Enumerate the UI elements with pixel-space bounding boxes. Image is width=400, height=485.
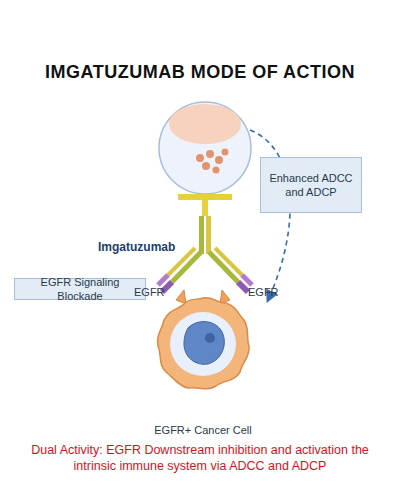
box-text: Enhanced ADCC and ADCP: [267, 171, 355, 199]
antibody-label: Imgatuzumab: [98, 240, 175, 254]
diagram-caption: Dual Activity: EGFR Downstream inhibitio…: [20, 442, 380, 474]
fc-receptor: [178, 194, 232, 200]
antibody: [158, 216, 252, 292]
nucleus: [184, 322, 224, 365]
dashed-arrow: [250, 130, 290, 300]
granules: [196, 149, 229, 174]
immune-cell: [159, 102, 251, 194]
receptor-label: EGFR: [248, 286, 279, 298]
box-text: EGFR Signaling Blockade: [21, 275, 139, 303]
cell-label: EGFR+ Cancer Cell: [148, 423, 258, 438]
diagram-title: IMGATUZUMAB MODE OF ACTION: [0, 62, 400, 83]
immune-nucleus: [169, 104, 241, 144]
effect-box: EGFR Signaling Blockade: [14, 278, 146, 300]
effect-box: Enhanced ADCC and ADCP: [260, 157, 362, 213]
nucleolus: [205, 333, 215, 343]
receptor-label: EGFR: [134, 286, 165, 298]
fc-receptor-stem: [202, 200, 208, 216]
cytoplasm: [170, 312, 236, 376]
cancer-cell-shape: [148, 288, 258, 438]
cancer-cell: EGFR+ Cancer Cell: [148, 288, 258, 438]
cancer-cell-body: [158, 298, 249, 389]
egfr-receptor: [176, 290, 186, 304]
